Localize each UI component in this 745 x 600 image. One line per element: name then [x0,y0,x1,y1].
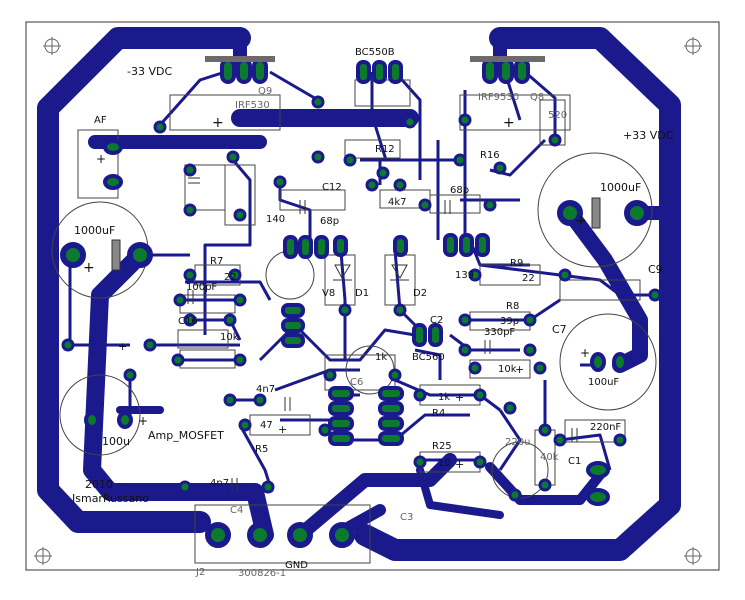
svg-text:+: + [138,414,148,428]
value-68p-b: 68p [320,216,339,227]
q9-label: Q9 [258,86,272,97]
mounting-hole-icon [684,37,702,55]
title-label: Amp_MOSFET [148,429,224,442]
capacitor-outline [59,374,141,456]
c1-label: C1 [568,456,581,467]
svg-text:+: + [118,340,127,353]
value-1k-r: 1k [375,352,387,363]
value-10k: 10k [498,364,517,375]
pads [60,56,662,548]
r9-label: R9 [510,258,523,269]
t140-label: 140 [266,214,285,225]
j2-label: J2 [195,567,205,578]
connector-label: 300826-1 [238,568,286,579]
bc560-label: BC560 [412,352,445,363]
mounting-hole-icon [684,547,702,565]
c3-label: C3 [400,512,413,523]
mounting-hole-icon [43,37,61,55]
cap-right-lower-label: 100uF [588,377,619,388]
bc550b-label: BC550B [355,47,395,58]
r25-value: 10 [438,458,451,469]
d1-label: D1 [355,288,369,299]
c2-label: C2 [430,315,443,326]
svg-text:+: + [455,458,464,471]
t139-label: 139 [455,270,474,281]
year-label: 2010 [85,478,113,491]
svg-text:+: + [503,115,515,131]
value-40k: 40k [540,452,559,463]
author-label: IsmarRussano [72,492,149,505]
c16-label: C16 [178,316,198,327]
capacitor-outline [537,152,653,268]
value-4k7: 4k7 [388,197,407,208]
c7-label: C7 [552,323,567,336]
r16-label: R16 [480,150,500,161]
r520-label: 520 [548,110,567,121]
polarity-marks: + + + + + + + + + + + + [83,115,590,471]
r4-value: 1k [438,392,450,403]
r9-value: 22 [522,273,535,284]
af-label: AF [94,115,107,126]
value-4n7b: 4n7 [210,478,229,489]
svg-text:+: + [455,391,464,404]
silkscreen-labels: -33 VDC +33 VDC AF 1000uF 1000uF 100u 10… [72,47,674,579]
gnd-label: GND [285,560,308,571]
irf9530-label: IRF9530 [478,92,519,103]
r5-label: R5 [255,444,268,455]
component-symbols [111,177,601,492]
value-68p-a: 68p [450,185,469,196]
r7-value: 22 [224,272,237,283]
r12-label: R12 [375,144,395,155]
value-220nf: 220nF [590,422,621,433]
supply-pos-label: +33 VDC [623,129,674,142]
svg-text:+: + [96,152,106,166]
value-220u: 220u [505,437,530,448]
cap-big-right-label: 1000uF [600,181,641,194]
value-47: 47 [260,420,273,431]
value-330pf: 330pF [484,327,515,338]
value-10k-r: 10k [220,332,239,343]
c6-label: C6 [350,377,363,388]
value-100pf: 100pF [186,282,217,293]
c9-label: C9 [648,263,663,276]
svg-text:+: + [83,260,95,276]
capacitor-outline [559,313,657,411]
irf530-label: IRF530 [235,100,270,111]
svg-text:+: + [212,115,224,131]
c12-label: C12 [322,182,342,193]
svg-text:+: + [278,423,287,436]
r8-label: R8 [506,301,519,312]
r8-value: 39p [500,316,519,327]
c4-label: C4 [230,505,243,516]
mounting-hole-icon [34,547,52,565]
d2-label: D2 [413,288,427,299]
cap-big-left-label: 1000uF [74,224,115,237]
r25-label: R25 [432,441,452,452]
supply-neg-label: -33 VDC [127,65,172,78]
svg-text:+: + [515,363,524,376]
v8-label: V8 [322,288,335,299]
r4-label: R4 [432,408,445,419]
r7-label: R7 [210,256,223,267]
value-4n7: 4n7 [256,384,275,395]
svg-text:+: + [575,213,587,229]
svg-text:+: + [580,346,590,360]
q8-label: Q8 [530,92,544,103]
power-traces [37,27,681,561]
cap-small-left-label: 100u [102,435,130,448]
